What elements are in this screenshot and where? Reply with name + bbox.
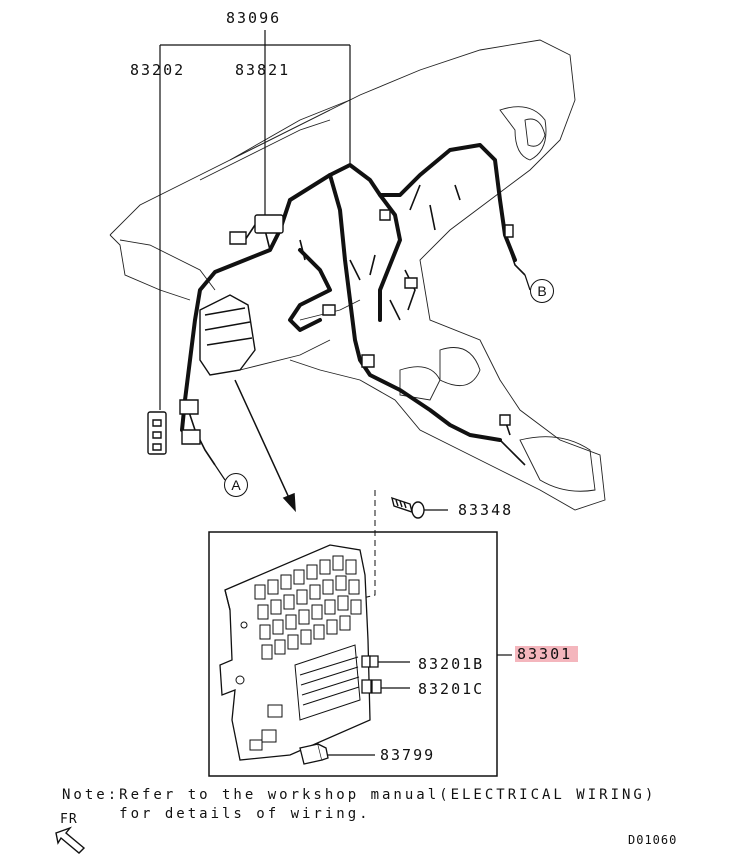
part-label-83201b[interactable]: 83201B bbox=[418, 655, 485, 673]
junction-block-drawing bbox=[220, 545, 370, 760]
part-label-83202[interactable]: 83202 bbox=[130, 61, 186, 79]
diagram-code: D01060 bbox=[628, 833, 678, 847]
part-label-83348[interactable]: 83348 bbox=[458, 501, 514, 519]
part-label-83301[interactable]: 83301 bbox=[515, 646, 579, 662]
connectors bbox=[148, 210, 513, 454]
front-arrow-icon bbox=[56, 828, 84, 853]
dashboard-outline bbox=[110, 40, 605, 510]
front-label: FR bbox=[60, 812, 78, 827]
part-label-83201c[interactable]: 83201C bbox=[418, 680, 485, 698]
part-label-83096[interactable]: 83096 bbox=[226, 9, 282, 27]
harness-main bbox=[182, 145, 515, 440]
callout-a: A bbox=[224, 473, 248, 497]
note-line-1: Note:Refer to the workshop manual(ELECTR… bbox=[62, 787, 657, 803]
junction-block-frame bbox=[209, 532, 497, 776]
note-line-2: for details of wiring. bbox=[62, 806, 371, 822]
callout-b: B bbox=[530, 279, 554, 303]
part-label-83821[interactable]: 83821 bbox=[235, 61, 291, 79]
bolt-icon bbox=[392, 498, 424, 518]
pointer-arrow bbox=[235, 380, 295, 510]
fuse-icons bbox=[300, 656, 381, 764]
bolt-leader bbox=[355, 490, 375, 600]
leader-lines bbox=[160, 30, 530, 755]
part-label-83799[interactable]: 83799 bbox=[380, 746, 436, 764]
